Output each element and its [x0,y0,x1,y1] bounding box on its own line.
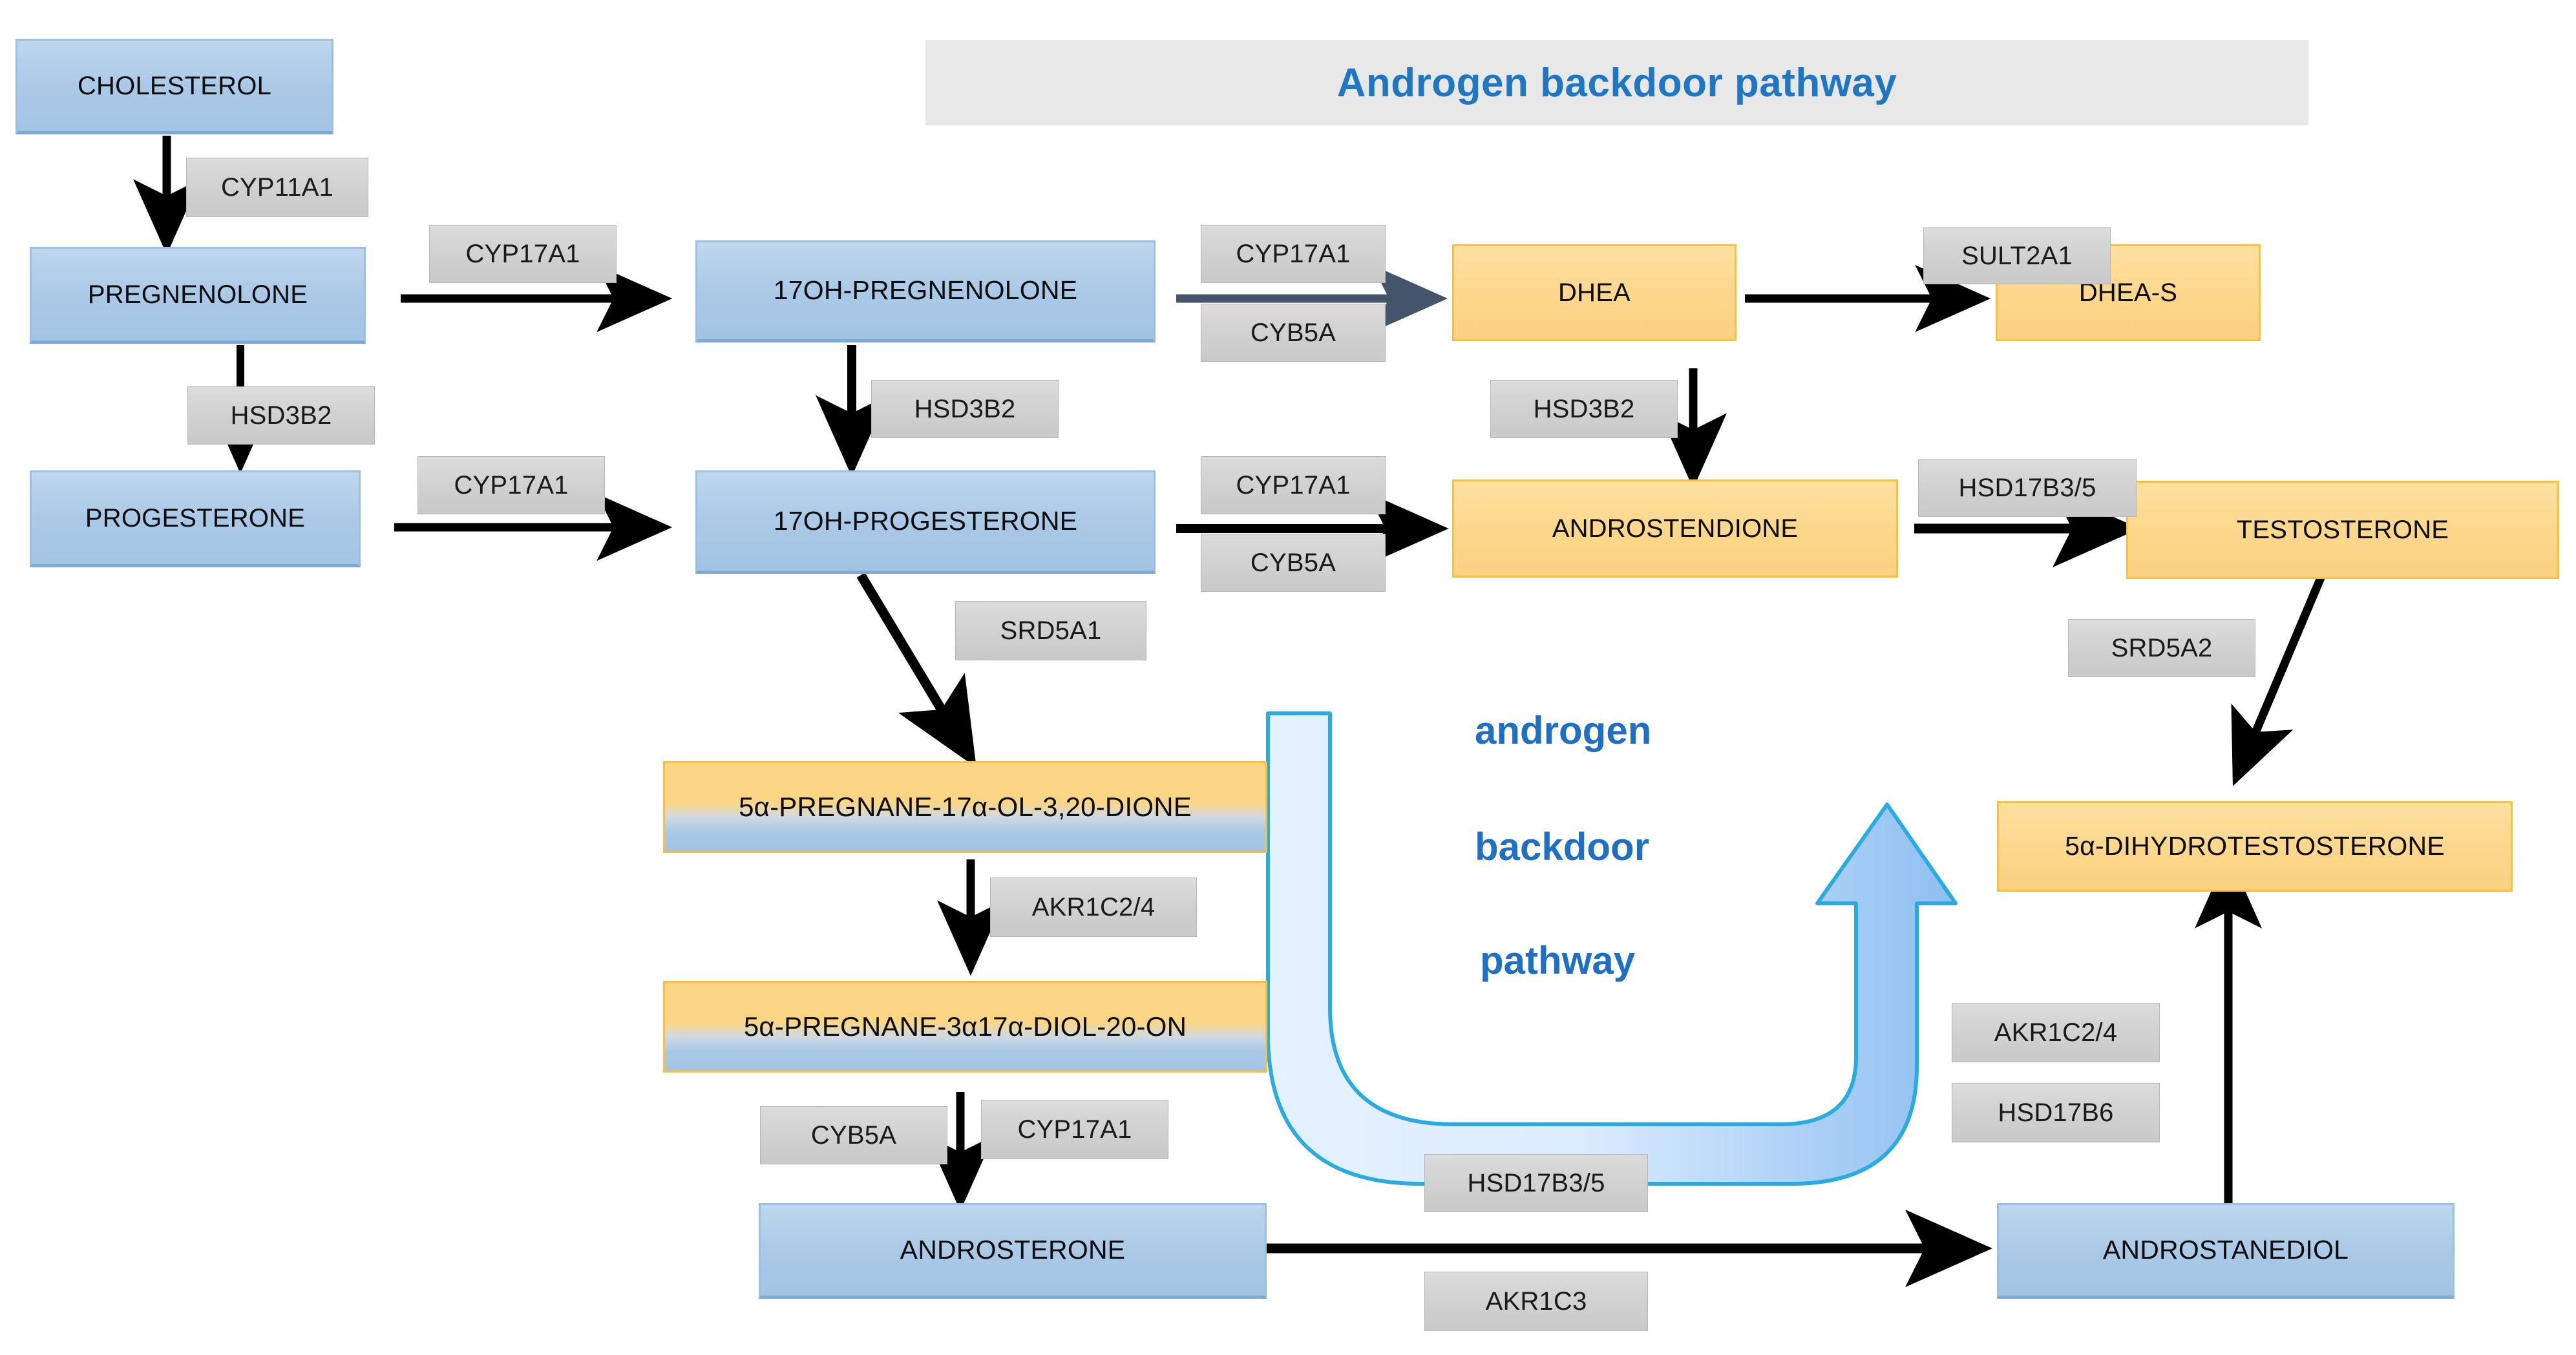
enzyme-srd5a1[interactable]: SRD5A1 [955,601,1146,660]
node-androstendione[interactable]: ANDROSTENDIONE [1452,479,1898,578]
enzyme-hsd17b35-androstendione[interactable]: HSD17B3/5 [1918,459,2137,517]
enzyme-cyp11a1-cholesterol[interactable]: CYP11A1 [186,158,368,217]
enzyme-label: AKR1C2/4 [1031,892,1156,921]
enzyme-label: SRD5A1 [1000,616,1102,645]
enzyme-label: HSD17B3/5 [1467,1168,1605,1197]
node-label: 17OH-PROGESTERONE [773,506,1078,536]
arrow-17oh-progesterone-to-pregnane-dione [856,572,977,768]
node-testosterone[interactable]: TESTOSTERONE [2126,481,2559,579]
enzyme-label: CYP17A1 [1017,1115,1132,1144]
backdoor-word-androgen: androgen [1475,709,1652,752]
enzyme-label: CYB5A [1250,548,1336,577]
node-label: PREGNENOLONE [87,280,308,309]
enzyme-label: AKR1C3 [1485,1287,1587,1316]
enzyme-cyb5a-17oh-pregnenolone[interactable]: CYB5A [1201,304,1386,362]
node-label: PROGESTERONE [85,504,306,532]
enzyme-cyp17a1-pregnenolone[interactable]: CYP17A1 [429,225,617,283]
enzyme-label: HSD3B2 [914,394,1016,423]
node-label: CHOLESTEROL [77,72,272,100]
enzyme-label: CYP17A1 [454,470,569,499]
node-label: 5α-PREGNANE-17α-OL-3,20-DIONE [739,791,1192,822]
enzyme-cyp17a1-pregnane-diol[interactable]: CYP17A1 [981,1100,1168,1159]
enzyme-hsd3b2-pregnenolone[interactable]: HSD3B2 [187,386,375,445]
enzyme-hsd3b2-17oh-pregnenolone[interactable]: HSD3B2 [871,380,1059,438]
node-17oh-progesterone[interactable]: 17OH-PROGESTERONE [695,470,1156,574]
enzyme-label: HSD17B3/5 [1958,473,2096,502]
enzyme-label: HSD17B6 [1998,1098,2114,1127]
node-label: DHEA [1558,278,1631,307]
enzyme-akr1c2-4-androstanediol[interactable]: AKR1C2/4 [1952,1003,2160,1062]
enzyme-hsd17b6[interactable]: HSD17B6 [1952,1083,2160,1142]
enzyme-label: SRD5A2 [2111,633,2213,662]
node-dhea[interactable]: DHEA [1452,244,1737,341]
node-pregnane-3a17a-diol-20-on[interactable]: 5α-PREGNANE-3α17α-DIOL-20-ON [663,981,1267,1073]
enzyme-label: CYP17A1 [465,239,580,268]
title-banner: Androgen backdoor pathway [925,40,2308,125]
enzyme-label: HSD3B2 [230,401,332,430]
enzyme-cyb5a-pregnane-diol[interactable]: CYB5A [760,1106,947,1164]
backdoor-word-backdoor: backdoor [1475,825,1650,868]
enzyme-srd5a2[interactable]: SRD5A2 [2068,619,2255,677]
node-label: ANDROSTERONE [900,1235,1126,1265]
enzyme-label: CYB5A [810,1120,897,1150]
enzyme-cyb5a-17oh-progesterone[interactable]: CYB5A [1201,534,1386,592]
enzyme-cyp17a1-progesterone[interactable]: CYP17A1 [417,456,605,514]
enzyme-sult2a1[interactable]: SULT2A1 [1923,227,2111,284]
node-label: 5α-DIHYDROTESTOSTERONE [2065,831,2445,861]
node-label: ANDROSTENDIONE [1552,514,1799,543]
enzyme-label: CYP17A1 [1236,470,1351,499]
enzyme-label: AKR1C2/4 [1994,1018,2118,1047]
enzyme-label: SULT2A1 [1961,241,2073,270]
node-cholesterol[interactable]: CHOLESTEROL [16,39,333,134]
enzyme-akr1c3[interactable]: AKR1C3 [1424,1272,1648,1331]
enzyme-label: HSD3B2 [1533,394,1635,423]
backdoor-word-pathway: pathway [1480,939,1636,982]
node-progesterone[interactable]: PROGESTERONE [30,470,361,567]
enzyme-label: CYB5A [1250,318,1336,347]
page-title: Androgen backdoor pathway [1336,60,1897,105]
node-androstanediol[interactable]: ANDROSTANEDIOL [1997,1203,2455,1299]
node-pregnenolone[interactable]: PREGNENOLONE [30,247,366,344]
node-label: ANDROSTANEDIOL [2102,1235,2349,1265]
node-androsterone[interactable]: ANDROSTERONE [759,1203,1267,1299]
node-dihydrotestosterone[interactable]: 5α-DIHYDROTESTOSTERONE [1997,801,2513,892]
node-label: 5α-PREGNANE-3α17α-DIOL-20-ON [743,1011,1187,1042]
enzyme-akr1c2-4-pregnane[interactable]: AKR1C2/4 [990,877,1197,937]
enzyme-cyp17a1-17oh-progesterone[interactable]: CYP17A1 [1201,456,1386,514]
enzyme-label: CYP17A1 [1236,239,1351,268]
node-label: 17OH-PREGNENOLONE [773,275,1078,306]
node-label: TESTOSTERONE [2236,516,2449,544]
enzyme-hsd3b2-dhea[interactable]: HSD3B2 [1490,380,1678,438]
enzyme-cyp17a1-17oh-pregnenolone[interactable]: CYP17A1 [1201,225,1386,283]
enzyme-hsd17b35-androsterone[interactable]: HSD17B3/5 [1424,1154,1648,1212]
enzyme-label: CYP11A1 [220,173,334,202]
node-pregnane-17a-ol-3-20-dione[interactable]: 5α-PREGNANE-17α-OL-3,20-DIONE [663,761,1267,853]
node-17oh-pregnenolone[interactable]: 17OH-PREGNENOLONE [695,240,1156,342]
